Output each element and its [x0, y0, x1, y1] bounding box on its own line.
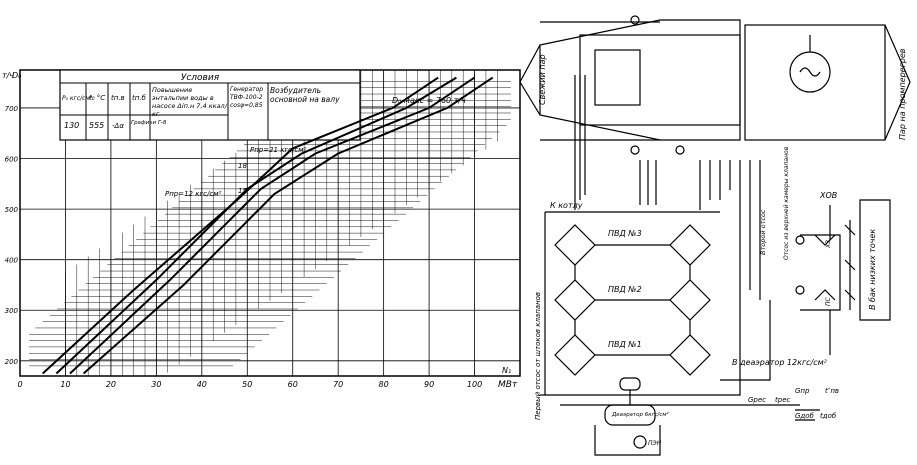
turbine-inner	[594, 49, 641, 106]
label-g-res: Gрес	[748, 396, 766, 404]
y-axis-symbol: D₀	[12, 71, 22, 80]
x-tick-label: 20	[106, 380, 116, 389]
x-tick-label: 60	[288, 380, 298, 389]
cond-h5: Генератор ТВФ-100-2 cosφ=0,85	[230, 86, 264, 109]
label-stem-leakoff: Первый отсос от штоков клапанов	[534, 292, 542, 420]
x-axis-symbol: N₁	[502, 366, 511, 375]
cond-h6: Возбудитель основной на валу	[270, 86, 340, 104]
x-tick-label: 80	[379, 380, 389, 389]
deaerator	[604, 404, 656, 426]
x-tick-label: 0	[17, 380, 22, 389]
lp-tank	[859, 199, 891, 321]
curve-label-21: Pпр=21 кгс/см²	[250, 146, 306, 154]
label-deaerator: Деаэратор 6кгс/см²	[611, 411, 670, 418]
conditions-title: Условия	[181, 73, 220, 83]
x-tick-label: 50	[242, 380, 252, 389]
cond-v2: -Δα	[112, 122, 124, 130]
cond-v3: Графики Г-8	[131, 120, 167, 126]
label-own-needs: В бак низких точек	[868, 229, 877, 310]
series-line-3	[82, 76, 494, 375]
x-tick-label: 30	[151, 380, 161, 389]
generator-icon	[789, 51, 831, 93]
ac-symbol	[799, 67, 821, 77]
series-line-2	[69, 76, 476, 375]
chart-ticks: 0 10 20 30 40 50 60 70 80 90 100 200 300 400 500 600 700	[5, 105, 483, 389]
cond-h2: tп.в	[111, 94, 125, 102]
label-second-extraction: Второй отсос	[759, 209, 767, 255]
chart-dense-grid	[29, 70, 511, 376]
label-reheat-steam: Пар на промперегрев	[898, 48, 907, 140]
y-tick-label: 300	[5, 307, 19, 315]
label-hpr3: ПВД №3	[608, 229, 642, 238]
label-t-res: tрес	[775, 396, 790, 404]
x-tick-label: 90	[424, 380, 434, 389]
label-to-boiler: К котлу	[550, 201, 583, 210]
hpr-left	[554, 224, 596, 376]
x-tick-label: 10	[60, 380, 70, 389]
hpr-right	[669, 224, 711, 376]
y-tick-label: 700	[5, 105, 19, 113]
y-tick-label: 400	[5, 257, 19, 265]
series-line-1	[55, 76, 457, 375]
reheat-arrow	[884, 24, 911, 141]
label-pe: ПС	[825, 296, 832, 306]
y-tick-label: 500	[5, 206, 19, 214]
pump	[633, 435, 647, 449]
label-deaerator-line: В деаэратор 12кгс/см²	[732, 358, 828, 367]
series-line-0	[42, 76, 439, 375]
label-first-extraction: Отсос из верхней камеры клапанов	[783, 146, 790, 260]
max-flow-label: D₀ макс = 760 т/ч	[392, 96, 466, 105]
label-fresh-steam: Свежий пар	[538, 54, 547, 105]
label-pump: ПЭН	[648, 440, 662, 447]
chart-series	[42, 76, 494, 375]
cond-h3: tп.б	[132, 94, 147, 102]
label-hpr2: ПВД №2	[608, 285, 642, 294]
x-tick-label: 40	[197, 380, 207, 389]
x-tick-label: 70	[333, 380, 343, 389]
label-tpv: t″пв	[825, 387, 839, 395]
generator	[744, 24, 886, 141]
turbine-hp-casing	[539, 19, 741, 141]
cond-v0: 130	[64, 121, 79, 130]
label-t-add: tдоб	[820, 412, 837, 420]
curve-label-12: Pпр=12 кгс/см²	[165, 190, 221, 198]
valve-top	[630, 15, 640, 25]
y-tick-label: 600	[5, 156, 19, 164]
valve-bottom	[630, 145, 640, 155]
cond-h1: t₀ °C	[89, 94, 105, 102]
cond-h4: Повышение энтальпии воды в насосе Δiп.н …	[152, 86, 227, 118]
cond-v1: 555	[89, 121, 104, 130]
curve-label-15: 15	[238, 187, 247, 195]
x-tick-label: 100	[467, 380, 482, 389]
flow-chart: Условия P₀ кгс/см² t₀ °C tп.в tп.б Повыш…	[2, 69, 521, 390]
deaerator-dome	[619, 377, 641, 391]
label-gpr: Gпр	[795, 387, 810, 395]
turbine-body	[579, 34, 741, 126]
label-hov: ХОВ	[819, 191, 837, 200]
label-g-add: Gдоб	[795, 412, 815, 420]
x-axis-unit: МВт	[498, 380, 518, 390]
conditions-table: Условия P₀ кгс/см² t₀ °C tп.в tп.б Повыш…	[59, 69, 361, 141]
label-hpr1: ПВД №1	[608, 340, 642, 349]
y-axis-unit: т/ч	[2, 71, 14, 80]
y-tick-label: 200	[5, 358, 19, 366]
label-hz: ХЗ	[825, 240, 832, 249]
curve-label-18: 18	[238, 162, 247, 170]
cond-h0: P₀ кгс/см²	[62, 95, 93, 102]
